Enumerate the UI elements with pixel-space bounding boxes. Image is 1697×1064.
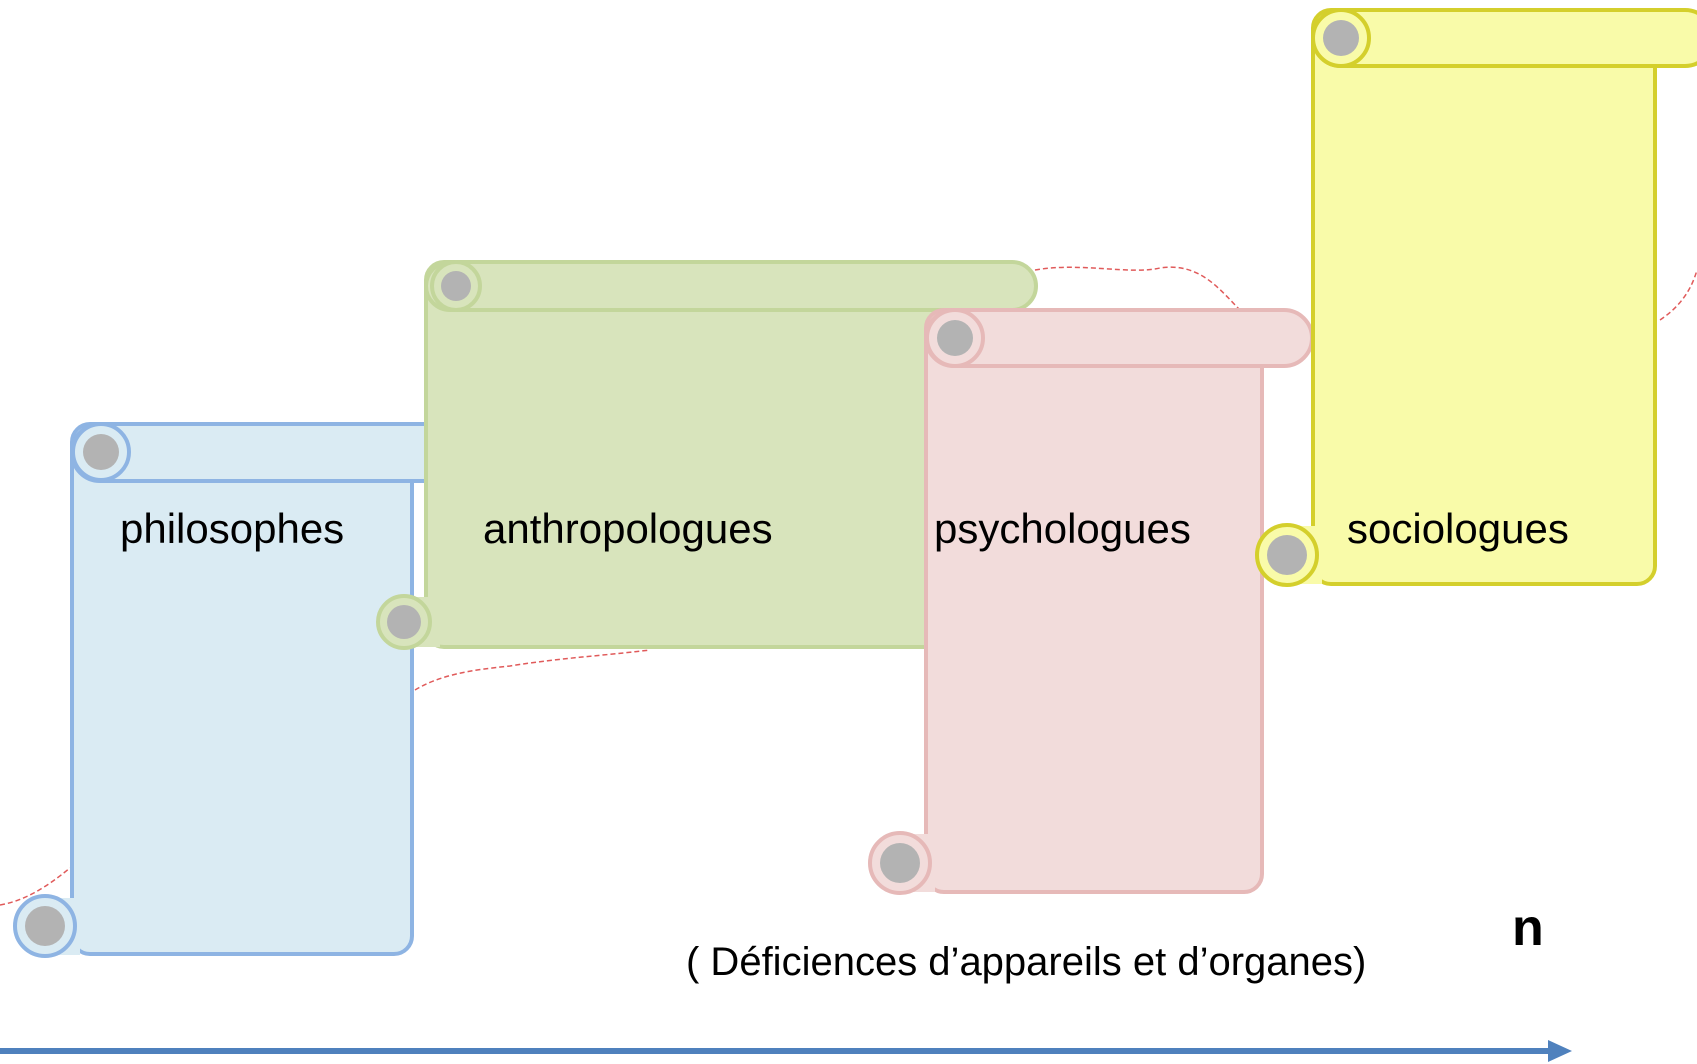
scroll-label-philosophes: philosophes [120, 505, 345, 552]
scroll-label-anthropologues: anthropologues [483, 505, 773, 552]
axis-n-label: n [1512, 899, 1544, 957]
axis-note: ( Déficiences d’appareils et d’organes) [686, 940, 1367, 984]
scroll-label-sociologues: sociologues [1347, 505, 1569, 552]
dashed-connector-line [0, 266, 1697, 906]
scroll-philosophes [13, 422, 494, 958]
scroll-label-psychologues: psychologues [934, 505, 1191, 552]
axis-arrow [0, 1040, 1572, 1062]
scroll-sociologues [1255, 8, 1697, 587]
scroll-psychologues [868, 308, 1314, 895]
scroll-anthropologues [376, 260, 1038, 650]
